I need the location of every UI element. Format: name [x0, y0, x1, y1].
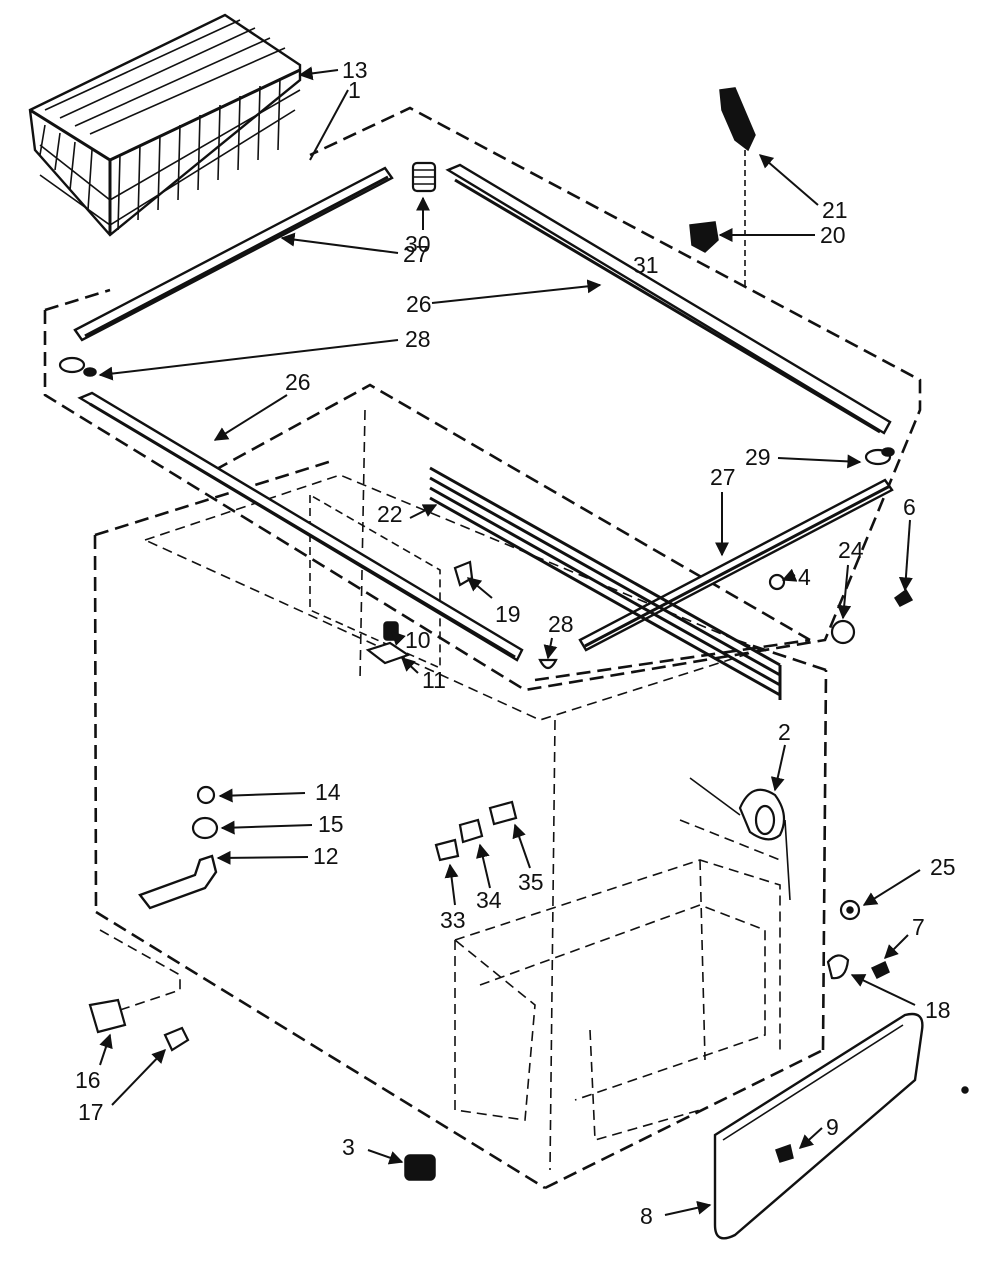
part-7-screw [870, 960, 890, 980]
callout-20: 20 [820, 222, 846, 248]
callout-9: 9 [826, 1114, 839, 1140]
callout-8: 8 [640, 1203, 653, 1229]
callout-26-top: 26 [406, 291, 432, 317]
callout-11: 11 [422, 667, 446, 693]
callout-24: 24 [838, 537, 864, 563]
callout-4: 4 [798, 564, 811, 590]
liner-outline [214, 383, 811, 682]
stray-dot [961, 1086, 969, 1094]
callout-6: 6 [903, 494, 916, 520]
callout-18: 18 [925, 997, 951, 1023]
callout-10: 10 [405, 627, 431, 653]
callout-17: 17 [78, 1099, 104, 1125]
wire-basket-13 [28, 13, 302, 237]
part-24-grommet [830, 619, 856, 645]
part-28-front-bumper [538, 658, 558, 670]
callout-26-front: 26 [285, 369, 311, 395]
callout-33: 33 [440, 907, 466, 933]
callout-27-top: 27 [403, 241, 429, 267]
part-33-part-34-part-35-brackets [434, 800, 518, 862]
lid-frame-outline [43, 106, 922, 692]
callout-13: 13 [342, 57, 368, 83]
callout-3: 3 [342, 1134, 355, 1160]
callout-34: 34 [476, 887, 502, 913]
callout-19: 19 [495, 601, 521, 627]
part-14-knob-nut [196, 785, 216, 805]
callout-25: 25 [930, 854, 956, 880]
callout-27-right: 27 [710, 464, 736, 490]
callout-31: 31 [633, 252, 659, 278]
callout-1: 1 [348, 77, 361, 103]
callout-2: 2 [778, 719, 791, 745]
callout-12: 12 [313, 843, 339, 869]
part-29-right-bumper [864, 447, 895, 466]
callout-16: 16 [75, 1067, 101, 1093]
callout-labels: 13 1 30 31 27 26 28 26 21 20 29 27 22 19… [75, 57, 956, 1229]
part-19-thermostat-bulb [453, 560, 474, 587]
callout-29: 29 [745, 444, 771, 470]
callout-28-top: 28 [405, 326, 431, 352]
part-11-thermostat-plate [365, 641, 411, 665]
part-17-leveling-leg [163, 1026, 190, 1052]
part-15-knob [191, 816, 219, 840]
callout-22: 22 [377, 501, 403, 527]
part-9-screw [775, 1144, 794, 1163]
callout-15: 15 [318, 811, 344, 837]
evaporator-coil-22 [429, 466, 782, 700]
part-28-left-bumper [58, 356, 97, 377]
breaker-strip-27-left [73, 166, 394, 342]
part-6-screw [893, 588, 914, 607]
part-4-clip [768, 573, 786, 591]
callout-35: 35 [518, 869, 544, 895]
callout-14: 14 [315, 779, 341, 805]
callout-30: 30 [405, 231, 431, 257]
part-2-compressor [689, 777, 791, 901]
part-30-hinge-spring [411, 161, 437, 193]
part-8-access-panel [713, 1012, 924, 1240]
part-18-clamp [826, 954, 850, 980]
part-3-foot [404, 1154, 436, 1181]
callout-21: 21 [822, 197, 848, 223]
part-20-latch-bracket [689, 221, 719, 253]
part-21-latch [719, 87, 756, 290]
cabinet-outline [93, 409, 828, 1190]
part-25-washer [839, 899, 861, 921]
part-16-hinge-bracket [88, 998, 127, 1034]
breaker-strip-26-back [445, 163, 892, 435]
leader-lines [98, 66, 921, 1216]
callout-28-front: 28 [548, 611, 574, 637]
callout-7: 7 [912, 914, 925, 940]
part-12-drain-tube [138, 854, 218, 910]
breaker-strip-26-front [77, 391, 524, 662]
